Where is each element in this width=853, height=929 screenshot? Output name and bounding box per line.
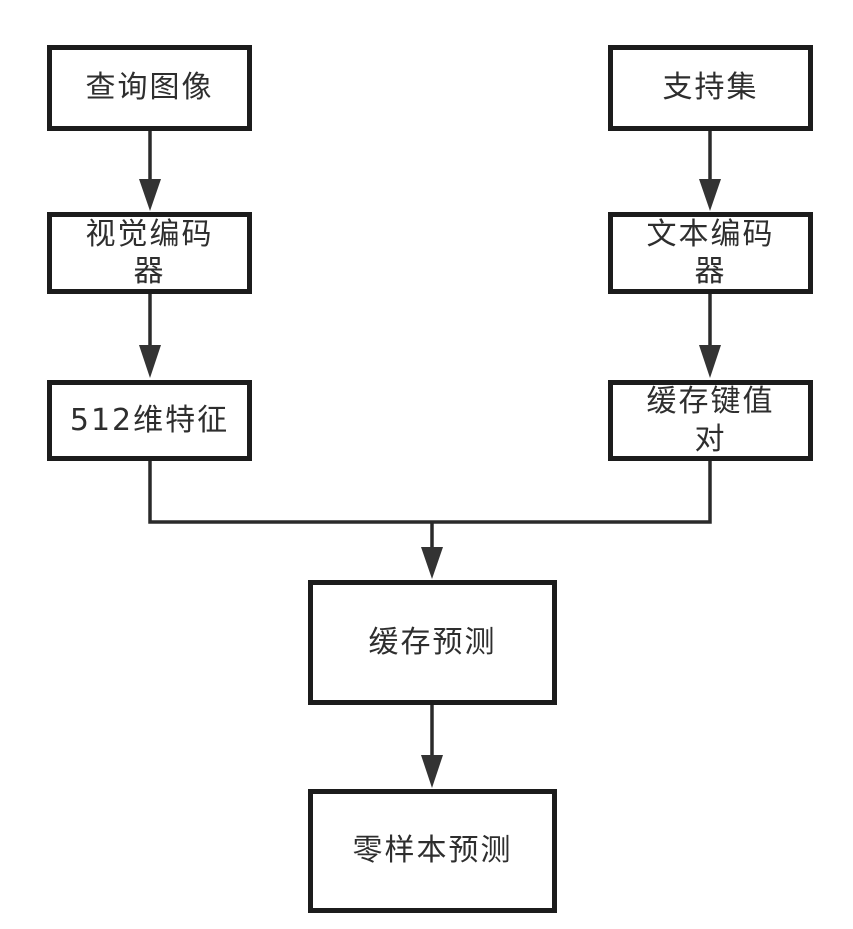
node-text-encoder-label: 文本编码 器 [646,216,775,290]
node-visual-encoder: 视觉编码 器 [47,212,252,294]
node-zero-shot-prediction: 零样本预测 [308,789,557,913]
node-support-set: 支持集 [608,45,813,131]
node-cache-kv-pairs: 缓存键值 对 [608,380,813,461]
edge-visual-encoder-to-features-512 [139,294,161,378]
node-features-512-label: 512维特征 [69,402,230,438]
node-cache-kv-pairs-label: 缓存键值 对 [646,384,775,457]
node-query-image-label: 查询图像 [85,70,214,106]
node-features-512: 512维特征 [47,380,252,461]
node-cache-prediction: 缓存预测 [308,580,557,705]
node-cache-prediction-label: 缓存预测 [368,624,497,660]
edge-merge-to-cache-prediction [148,461,712,579]
edge-support-set-to-text-encoder [699,131,721,211]
node-query-image: 查询图像 [47,45,252,131]
node-visual-encoder-label: 视觉编码 器 [85,216,214,290]
node-text-encoder: 文本编码 器 [608,212,813,294]
node-zero-shot-prediction-label: 零样本预测 [352,833,513,869]
edge-text-encoder-to-cache-kv-pairs [699,294,721,378]
edge-query-image-to-visual-encoder [139,131,161,211]
node-support-set-label: 支持集 [662,70,759,106]
edge-cache-prediction-to-zero-shot-prediction [421,705,443,788]
